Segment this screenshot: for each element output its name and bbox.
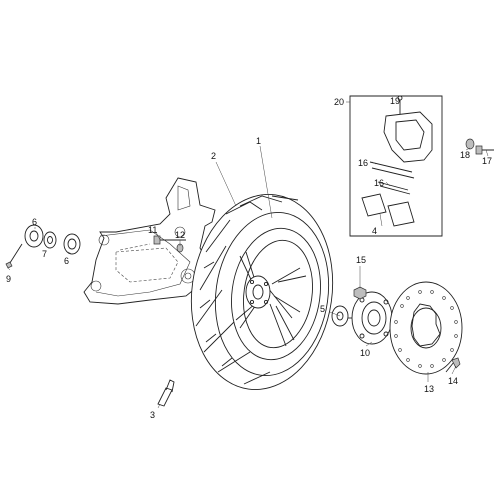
callout-1: 1 xyxy=(256,136,261,146)
callout-6-bottom: 6 xyxy=(64,256,69,266)
callout-16-top: 16 xyxy=(358,158,368,168)
callout-9: 9 xyxy=(6,274,11,284)
callout-13: 13 xyxy=(424,384,434,394)
callout-7: 7 xyxy=(42,249,47,259)
leader-lines xyxy=(7,99,489,409)
callout-4: 4 xyxy=(372,226,377,236)
disc-bolt xyxy=(445,357,461,373)
callout-10: 10 xyxy=(360,348,370,358)
caliper-bolt-and-washer xyxy=(465,138,494,155)
wheel-hub-flange xyxy=(340,291,393,345)
callout-20: 20 xyxy=(334,97,344,107)
callout-labels: 1 2 3 4 5 6 6 7 9 10 11 12 13 14 15 16 1… xyxy=(6,96,492,420)
callout-2: 2 xyxy=(211,151,216,161)
callout-14: 14 xyxy=(448,376,458,386)
callout-15: 15 xyxy=(356,255,366,265)
callout-3: 3 xyxy=(150,410,155,420)
tyre-valve xyxy=(157,379,175,407)
callout-5: 5 xyxy=(320,304,325,314)
disc-vent-holes xyxy=(394,290,458,368)
brake-caliper-group xyxy=(349,95,443,237)
callout-11: 11 xyxy=(148,225,157,235)
callout-18: 18 xyxy=(460,150,470,160)
callout-19: 19 xyxy=(390,96,400,106)
rear-wheel-rim xyxy=(231,227,321,361)
swingarm-bolt xyxy=(153,235,186,253)
nut xyxy=(353,286,367,300)
callout-6-top: 6 xyxy=(32,217,37,227)
swingarm-bracket xyxy=(83,177,216,305)
left-bearing-set xyxy=(5,224,81,269)
callout-12: 12 xyxy=(175,230,185,240)
brake-disc xyxy=(389,281,463,375)
callout-16-bottom: 16 xyxy=(374,178,384,188)
callout-17: 17 xyxy=(482,156,492,166)
